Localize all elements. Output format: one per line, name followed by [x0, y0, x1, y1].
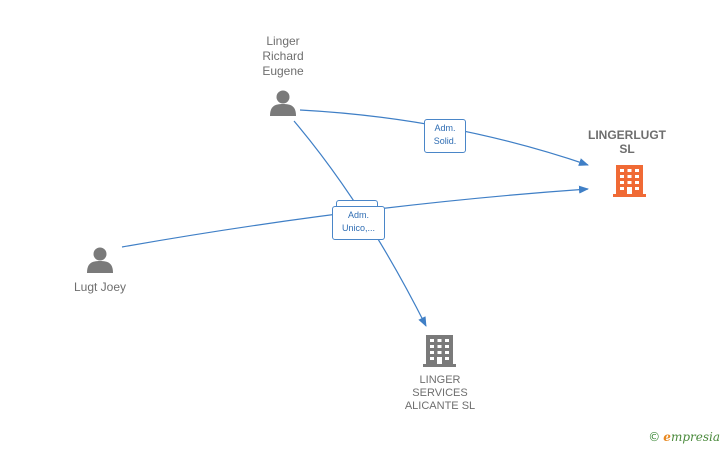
edge-label-line: Adm.	[434, 123, 456, 133]
node-label-linger-richard-eugene[interactable]: Linger Richard Eugene	[262, 34, 304, 78]
person-icon[interactable]	[87, 247, 113, 274]
person-icon[interactable]	[270, 90, 296, 117]
node-label-linger-services-alicante-sl[interactable]: LINGER SERVICES ALICANTE SL	[404, 374, 476, 412]
edge-label-line: Unico,...	[341, 223, 375, 233]
building-icon[interactable]	[423, 335, 456, 367]
edge-label-adm-unico[interactable]: Adm. Unico,...	[332, 206, 385, 240]
brand-e: e	[663, 430, 671, 444]
empresia-watermark: ©empresia	[648, 430, 720, 444]
edge-label-line: Adm.	[347, 210, 369, 220]
brand-name: mpresia	[670, 430, 720, 444]
edge-label-adm-solid[interactable]: Adm. Solid.	[424, 119, 466, 153]
edge-label-line: Solid.	[433, 136, 457, 146]
node-label-lugt-joey[interactable]: Lugt Joey	[73, 280, 127, 294]
node-label-lingerlugt-sl[interactable]: LINGERLUGT SL	[588, 128, 666, 156]
copyright-symbol: ©	[648, 430, 661, 444]
building-icon[interactable]	[613, 165, 646, 197]
